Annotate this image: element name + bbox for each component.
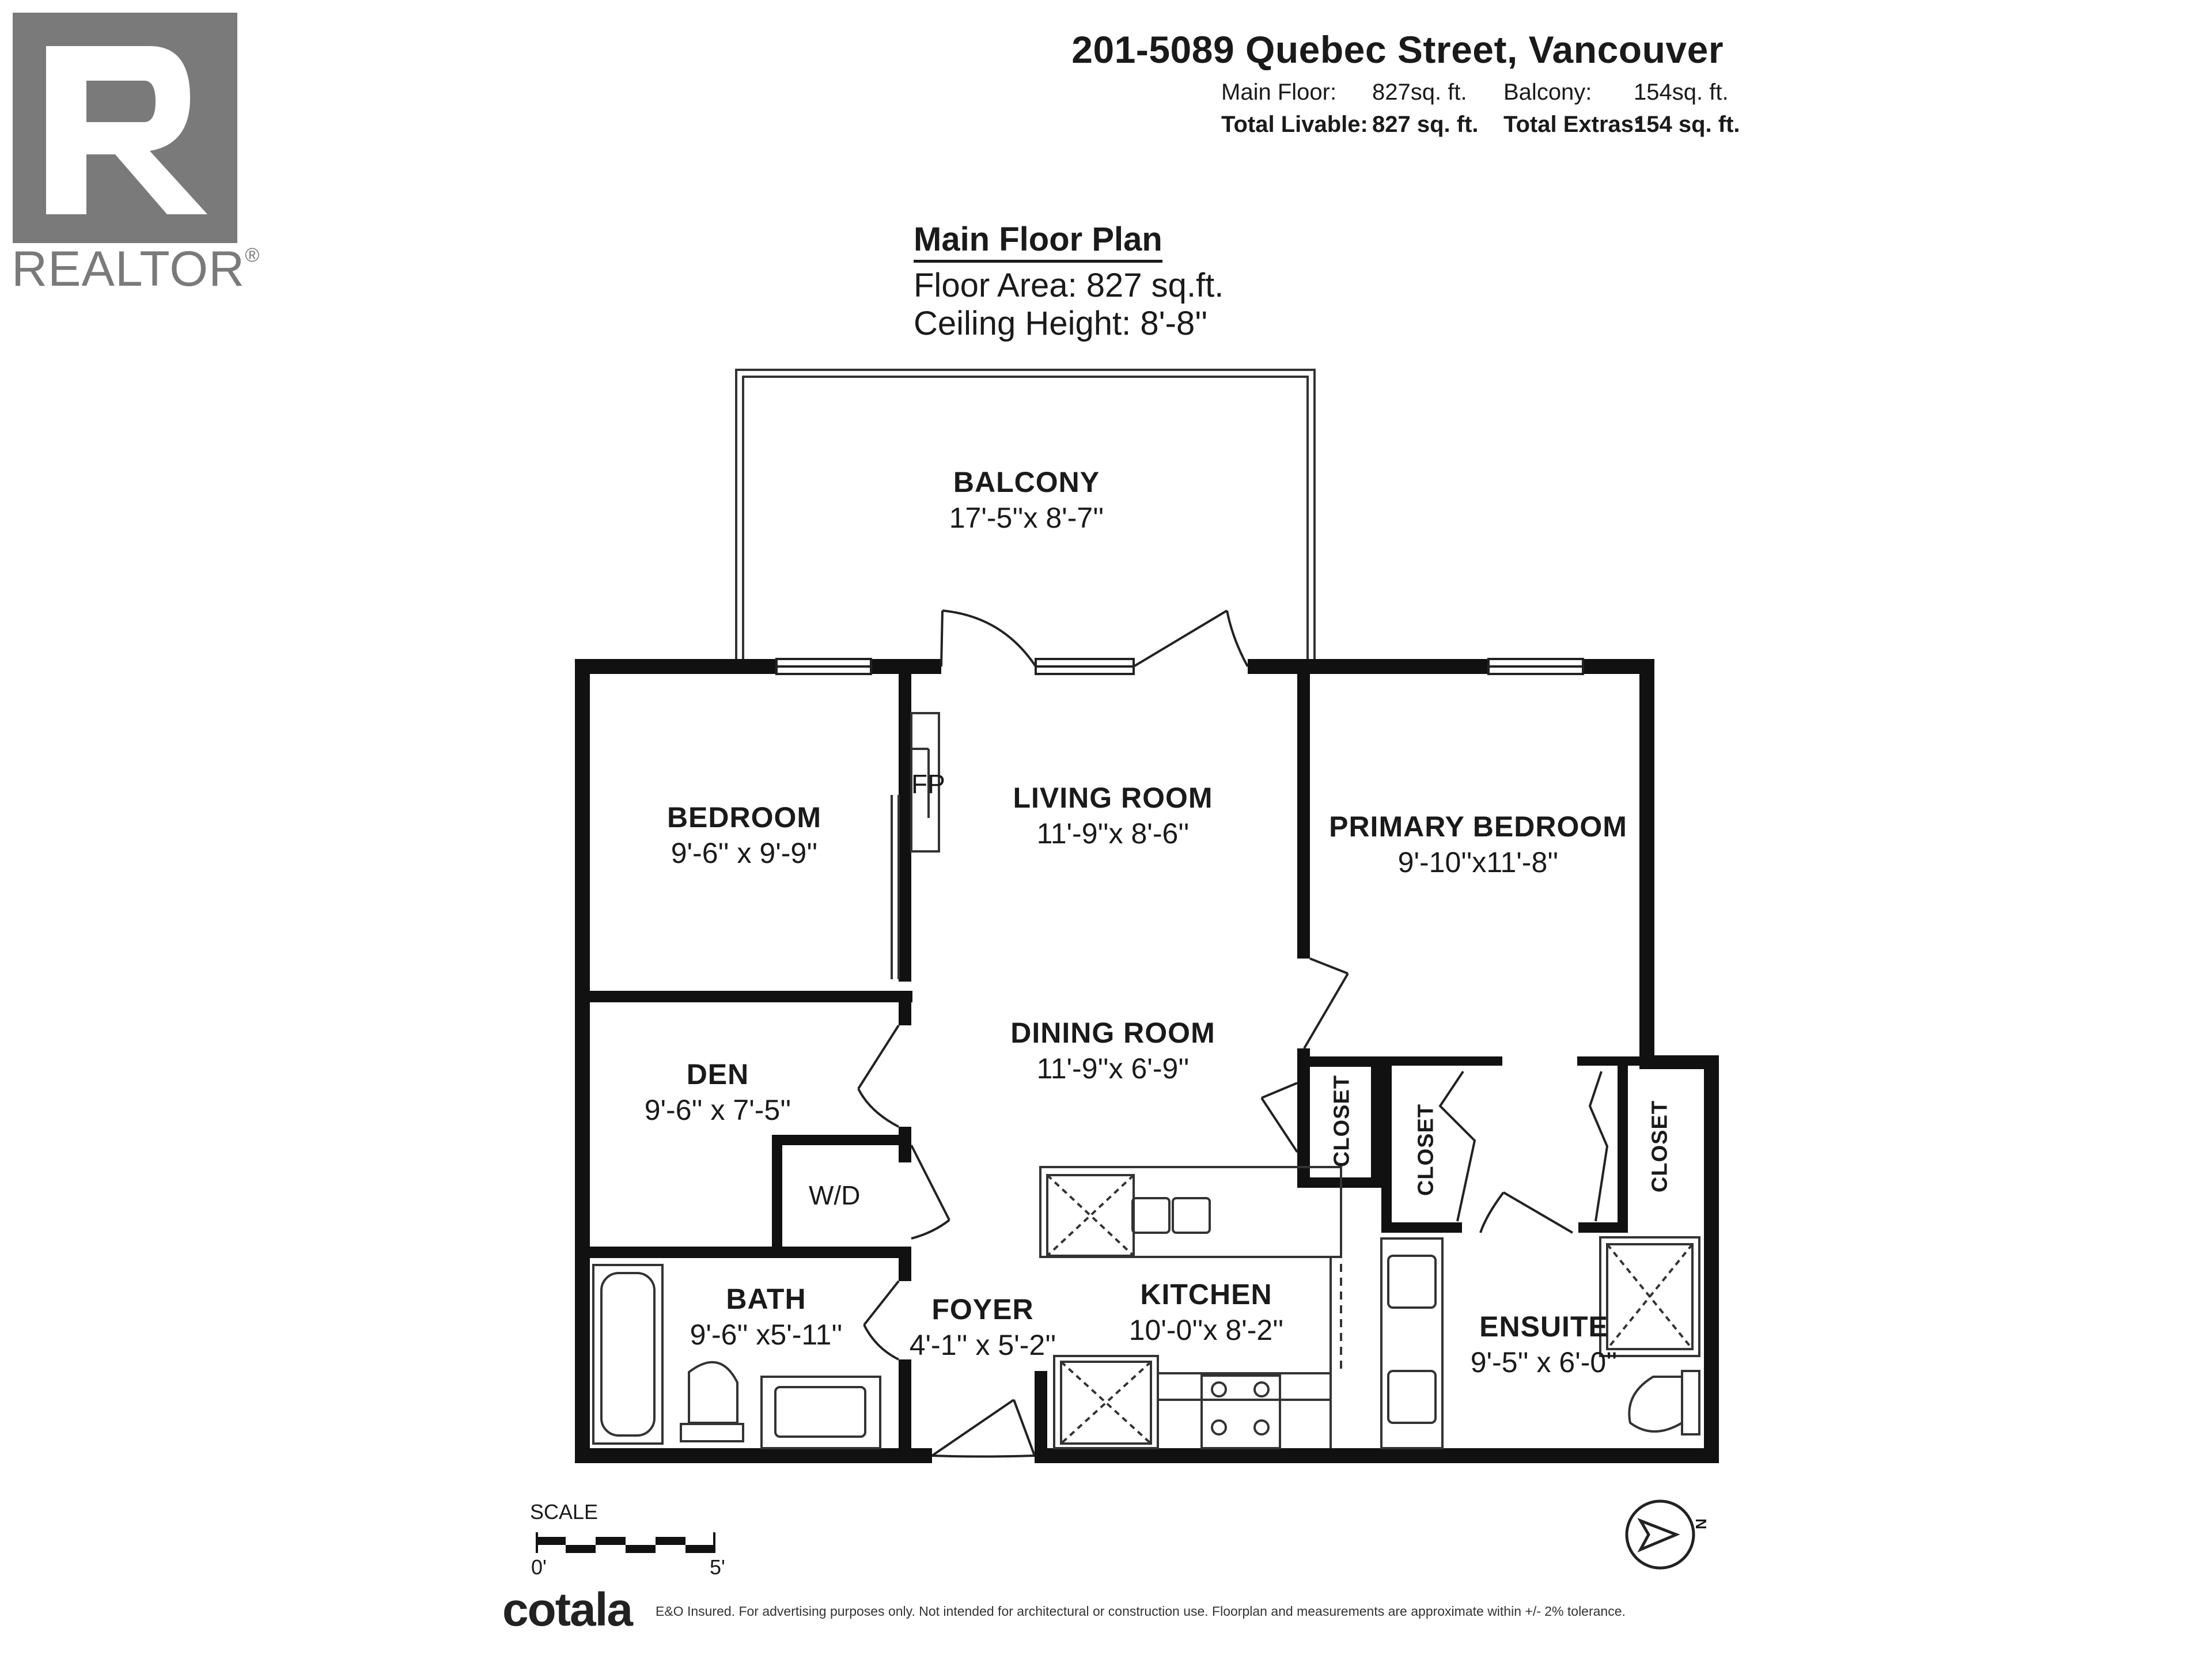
room-name: ENSUITE — [1479, 1310, 1608, 1343]
balcony-area-value: 154sq. ft. — [1634, 79, 1729, 105]
room-name: BEDROOM — [666, 801, 822, 834]
room-balcony: BALCONY 17'-5''x 8'-7'' — [949, 465, 1104, 535]
balcony-outline — [735, 369, 1316, 661]
room-name: BATH — [726, 1283, 806, 1315]
room-name: LIVING ROOM — [1013, 782, 1213, 814]
room-dimensions: 4'-1'' x 5'-2'' — [909, 1329, 1056, 1361]
bath-fixtures — [592, 1264, 881, 1449]
room-dimensions: 11'-9''x 6'-9'' — [1036, 1052, 1190, 1085]
plan-title: Main Floor Plan — [914, 220, 1162, 263]
scale-end: 5' — [710, 1555, 725, 1579]
room-dimensions: 9'-5'' x 6'-0'' — [1470, 1346, 1618, 1378]
room-dimensions: 17'-5''x 8'-7'' — [949, 502, 1104, 534]
room-dimensions: 11'-9''x 8'-6'' — [1036, 817, 1190, 850]
room-foyer: FOYER 4'-1'' x 5'-2'' — [910, 1293, 1056, 1362]
closet-label: CLOSET — [1647, 1100, 1672, 1193]
washer-dryer-label: W/D — [809, 1180, 861, 1210]
balcony-area-label: Balcony: — [1503, 79, 1592, 105]
interior-walls — [590, 659, 1639, 1457]
room-kitchen: KITCHEN 10'-0''x 8'-2'' — [1129, 1278, 1284, 1347]
scale-bar — [536, 1532, 715, 1553]
total-extras-label: Total Extras: — [1503, 112, 1642, 137]
disclaimer-text: E&O Insured. For advertising purposes on… — [656, 1604, 1626, 1619]
closet-label: CLOSET — [1414, 1103, 1438, 1196]
room-name: BALCONY — [953, 466, 1100, 498]
doors — [857, 609, 1609, 1458]
realtor-wordmark: REALTOR® — [12, 241, 260, 297]
room-name: KITCHEN — [1140, 1278, 1272, 1310]
room-bath: BATH 9'-6'' x5'-11'' — [690, 1282, 843, 1351]
ceiling-height: Ceiling Height: 8'-8'' — [914, 305, 1208, 342]
room-dimensions: 10'-0''x 8'-2'' — [1128, 1314, 1284, 1346]
room-name: DINING ROOM — [1010, 1017, 1215, 1049]
room-bedroom: BEDROOM 9'-6'' x 9'-9'' — [667, 801, 821, 870]
room-dimensions: 9'-6'' x 7'-5'' — [644, 1094, 791, 1126]
room-ensuite: ENSUITE 9'-5'' x 6'-0'' — [1471, 1310, 1618, 1379]
room-name: FOYER — [931, 1293, 1034, 1325]
room-living: LIVING ROOM 11'-9''x 8'-6'' — [1013, 781, 1213, 850]
kitchen-fixtures — [1039, 1166, 1342, 1449]
scale-title: SCALE — [530, 1500, 599, 1524]
main-floor-value: 827sq. ft. — [1372, 79, 1467, 105]
total-extras-value: 154 sq. ft. — [1634, 112, 1740, 137]
main-floor-label: Main Floor: — [1221, 79, 1337, 105]
fireplace — [891, 712, 940, 979]
room-name: PRIMARY BEDROOM — [1329, 810, 1627, 843]
room-dimensions: 9'-10''x11'-8'' — [1397, 846, 1559, 878]
room-dimensions: 9'-6'' x 9'-9'' — [671, 837, 818, 869]
ensuite-fixtures — [1380, 1236, 1700, 1449]
room-primary-bedroom: PRIMARY BEDROOM 9'-10''x11'-8'' — [1329, 810, 1627, 879]
compass-north-label: N — [1692, 1518, 1710, 1529]
total-livable-value: 827 sq. ft. — [1372, 112, 1479, 137]
total-livable-label: Total Livable: — [1221, 112, 1368, 137]
room-den: DEN 9'-6'' x 7'-5'' — [645, 1058, 791, 1127]
realtor-logo — [13, 13, 237, 243]
scale-start: 0' — [531, 1555, 547, 1579]
room-name: DEN — [686, 1058, 749, 1090]
fireplace-label: FP — [911, 769, 945, 799]
room-dining: DINING ROOM 11'-9''x 6'-9'' — [1010, 1016, 1215, 1085]
property-address: 201-5089 Quebec Street, Vancouver — [1071, 28, 1724, 71]
closet-label: CLOSET — [1330, 1074, 1354, 1168]
brand-logo: cotala — [502, 1584, 633, 1636]
room-dimensions: 9'-6'' x5'-11'' — [690, 1319, 843, 1351]
floor-area: Floor Area: 827 sq.ft. — [914, 267, 1224, 304]
compass-icon — [1625, 1499, 1695, 1570]
